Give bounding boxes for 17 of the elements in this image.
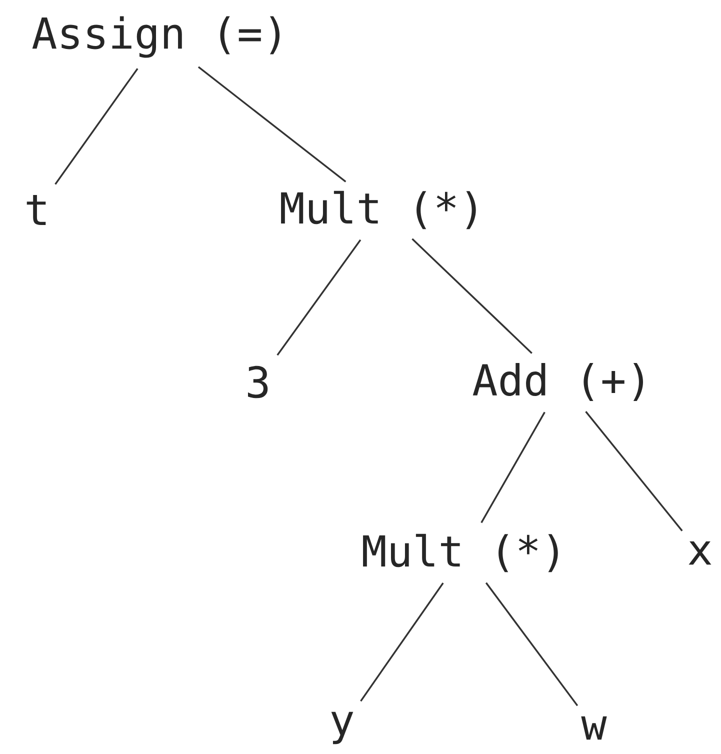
tree-node-label: y <box>331 712 354 744</box>
tree-branch <box>585 410 683 532</box>
tree-node-label: Assign (=) <box>32 16 280 58</box>
tree-node-label: Add (+) <box>472 363 643 402</box>
tree-node-label: 3 <box>248 366 268 398</box>
tree-branch <box>198 66 346 182</box>
tree-node-label: x <box>688 541 712 565</box>
tree-branch <box>54 68 138 185</box>
tree-branch <box>360 582 444 702</box>
tree-node-label: w <box>581 716 607 740</box>
tree-branch <box>412 238 532 354</box>
tree-branch <box>480 412 546 524</box>
tree-branch <box>276 239 362 356</box>
tree-branch <box>485 582 578 706</box>
tree-node-label: Mult (*) <box>281 190 476 230</box>
tree-node-label: t <box>26 195 46 225</box>
tree-node-label: Mult (*) <box>363 534 558 572</box>
